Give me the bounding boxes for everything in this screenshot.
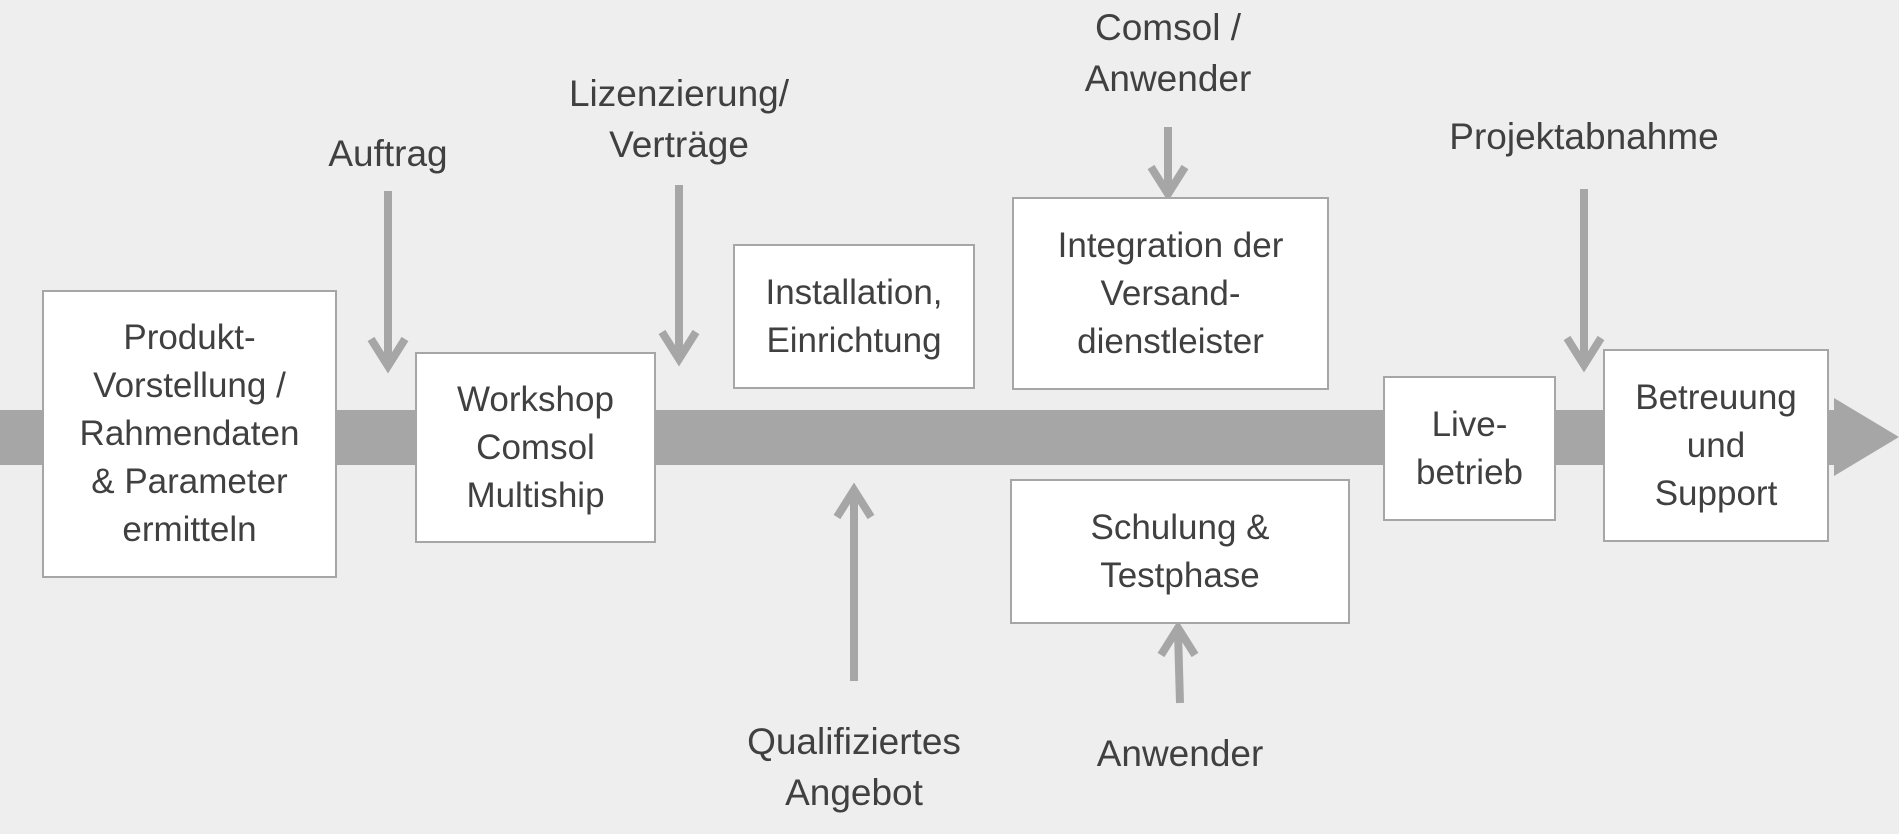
step-label: Betreuung und Support (1635, 377, 1797, 513)
step-produkt-vorstellung: Produkt- Vorstellung / Rahmendaten & Par… (42, 290, 337, 578)
step-label: Produkt- Vorstellung / Rahmendaten & Par… (79, 318, 300, 549)
input-label-comsol-anwender: Comsol / Anwender (1084, 7, 1252, 99)
step-livebetrieb: Live- betrieb (1383, 376, 1556, 521)
step-label: Workshop Comsol Multiship (457, 379, 614, 515)
timeline-arrowhead (1834, 398, 1899, 476)
input-label-anwender: Anwender (1096, 733, 1264, 774)
arrow-comsol-anwender (1147, 127, 1189, 202)
step-workshop: Workshop Comsol Multiship (415, 352, 656, 543)
input-label-auftrag: Auftrag (328, 133, 448, 174)
step-integration: Integration der Versand- dienstleister (1012, 197, 1329, 390)
step-label: Installation, Einrichtung (765, 272, 943, 360)
step-betreuung: Betreuung und Support (1603, 349, 1829, 542)
input-label-angebot: Qualifiziertes Angebot (747, 721, 961, 813)
step-installation: Installation, Einrichtung (733, 244, 975, 389)
step-label: Integration der Versand- dienstleister (1057, 225, 1284, 361)
arrow-lizenzierung (658, 185, 700, 367)
arrow-angebot (833, 482, 875, 681)
input-label-lizenzierung: Lizenzierung/ Verträge (568, 73, 790, 165)
input-label-projektabnahme: Projektabnahme (1449, 116, 1719, 157)
step-schulung: Schulung & Testphase (1010, 479, 1350, 624)
arrow-anwender (1157, 620, 1199, 704)
arrow-projektabnahme (1563, 189, 1605, 373)
step-label: Schulung & Testphase (1090, 507, 1270, 595)
arrow-auftrag (367, 191, 409, 374)
step-label: Live- betrieb (1415, 404, 1524, 492)
